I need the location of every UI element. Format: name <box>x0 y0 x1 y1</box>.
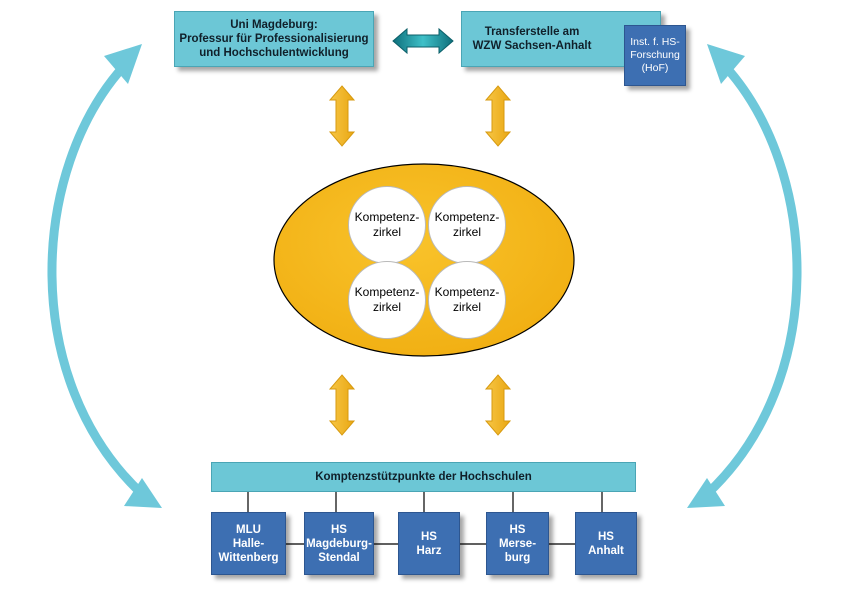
uni-magdeburg-line2: Professur für Professionalisierung <box>179 33 369 45</box>
zirkel-3-line2: zirkel <box>372 300 401 314</box>
school-box-mlu: MLU Halle- Wittenberg <box>211 512 286 575</box>
orange-arrow-top-left <box>328 85 356 147</box>
school-box-anhalt: HS Anhalt <box>575 512 637 575</box>
school-box-harz: HS Harz <box>398 512 460 575</box>
school-box-magdeburg-stendal: HS Magdeburg- Stendal <box>304 512 374 575</box>
kompetenzzirkel-1: Kompetenz-zirkel <box>348 186 426 264</box>
org-connectors <box>247 492 603 545</box>
zirkel-4-line1: Kompetenz- <box>434 285 500 299</box>
zirkel-1-line1: Kompetenz- <box>354 210 420 224</box>
zirkel-2-line1: Kompetenz- <box>434 210 500 224</box>
uni-magdeburg-line3: und Hochschulentwicklung <box>199 47 349 59</box>
orange-arrow-bottom-right <box>484 374 512 436</box>
zirkel-3-line1: Kompetenz- <box>354 285 420 299</box>
school-box-merseburg: HS Merse- burg <box>486 512 549 575</box>
kompetenzzirkel-2: Kompetenz-zirkel <box>428 186 506 264</box>
zirkel-2-line2: zirkel <box>452 225 481 239</box>
left-cycle-arrow <box>47 44 162 508</box>
transferstelle-line1: Transferstelle am <box>484 26 580 38</box>
kompetenzstuetzpunkte-header: Komptenzstützpunkte der Hochschulen <box>211 462 636 492</box>
orange-arrow-top-right <box>484 85 512 147</box>
uni-magdeburg-box: Uni Magdeburg: Professur für Professiona… <box>174 11 374 67</box>
zirkel-1-line2: zirkel <box>372 225 401 239</box>
right-cycle-arrow <box>687 44 802 508</box>
teal-double-arrow <box>392 27 454 55</box>
transferstelle-line2: WZW Sachsen-Anhalt <box>472 40 592 52</box>
zirkel-4-line2: zirkel <box>452 300 481 314</box>
competence-ellipse <box>273 163 575 357</box>
kompetenzzirkel-3: Kompetenz-zirkel <box>348 261 426 339</box>
orange-arrow-bottom-left <box>328 374 356 436</box>
uni-magdeburg-line1: Uni Magdeburg: <box>230 19 318 31</box>
kompetenzzirkel-4: Kompetenz-zirkel <box>428 261 506 339</box>
hof-box: Inst. f. HS- Forschung (HoF) <box>624 25 686 86</box>
